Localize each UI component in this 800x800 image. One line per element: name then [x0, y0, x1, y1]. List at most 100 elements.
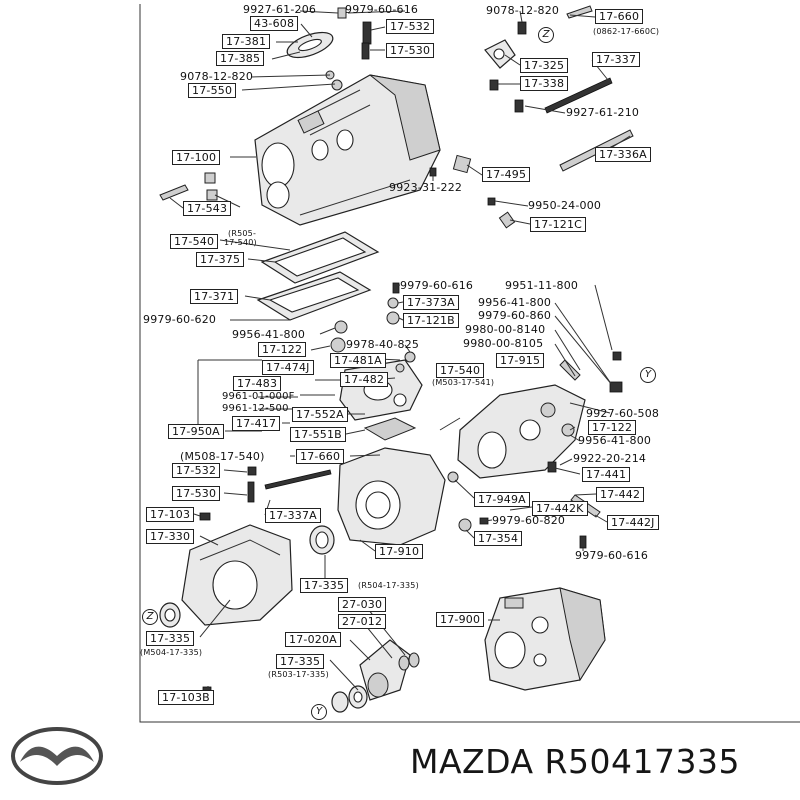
part-label-l37: 9980-00-8140: [465, 323, 546, 336]
part-label-l38: 17-122: [258, 342, 307, 357]
brand-part-number: MAZDA R50417335: [410, 742, 740, 781]
transmission-assembly: [484, 587, 606, 691]
part-label-l14: 17-325: [520, 58, 569, 73]
part-label-l66: 17-103: [146, 507, 195, 522]
gaskets: [256, 231, 400, 334]
part-label-l6: 17-385: [216, 51, 265, 66]
main-gear-case: [159, 5, 634, 229]
part-label-l56: 9956-41-800: [578, 434, 652, 447]
part-label-l51: 9927-60-508: [586, 407, 660, 420]
part-label-l45: 17-483: [233, 376, 282, 391]
part-label-l82: 17-335: [276, 654, 325, 669]
part-label-l35: 9979-60-860: [478, 309, 552, 322]
part-label-l40: 9980-00-8105: [463, 337, 544, 350]
part-label-l54: 17-551B: [290, 427, 346, 442]
part-label-l57: (M508-17-540): [180, 450, 265, 463]
part-label-l5: 17-381: [222, 34, 271, 49]
part-label-l61: 17-441: [582, 467, 631, 482]
part-label-l29: 9951-11-800: [505, 279, 579, 292]
middle-case: [309, 447, 587, 555]
part-label-l65: 17-442K: [532, 501, 588, 516]
part-label-l33: 9979-60-620: [143, 313, 217, 326]
part-label-l31: 17-373A: [403, 295, 459, 310]
part-label-l25: (R505-: [228, 229, 257, 238]
part-label-l84: 17-103B: [158, 690, 214, 705]
part-label-l8: 9078-12-820: [180, 70, 254, 83]
part-label-l76: 27-030: [338, 597, 387, 612]
input-shaft: [331, 639, 420, 713]
part-label-l75: (R504-17-335): [358, 581, 419, 590]
part-label-l34: 17-121B: [403, 313, 459, 328]
part-label-l72: 17-910: [375, 544, 424, 559]
part-label-l36: 9956-41-800: [232, 328, 306, 341]
part-label-l53: 17-950A: [168, 424, 224, 439]
part-label-l49: 9961-12-500: [222, 403, 289, 414]
part-label-l71: 17-354: [474, 531, 523, 546]
part-label-l43: 17-540: [436, 363, 485, 378]
part-label-l22: 17-543: [183, 201, 232, 216]
part-label-l27: 17-375: [196, 252, 245, 267]
part-label-l26: 17-540): [224, 238, 257, 247]
part-label-l83: (R503-17-335): [268, 670, 329, 679]
part-label-l52: 17-417: [232, 416, 281, 431]
clutch-housing: [159, 466, 332, 698]
part-label-l70: 17-330: [146, 529, 195, 544]
part-label-l74: 17-335: [300, 578, 349, 593]
part-label-l58: 17-660: [296, 449, 345, 464]
part-label-l47: (M503-17-541): [432, 378, 495, 387]
part-label-l18: 17-336A: [595, 147, 651, 162]
part-label-l32: 9956-41-800: [478, 296, 552, 309]
part-label-l30: 17-371: [190, 289, 239, 304]
part-label-l21: 9950-24-000: [528, 199, 602, 212]
part-label-l3: 43-608: [250, 16, 299, 31]
part-label-l77: 27-012: [338, 614, 387, 629]
marker-z-top: Z: [538, 27, 554, 43]
part-label-l16: 9927-61-210: [566, 106, 640, 119]
part-label-l63: 17-949A: [474, 492, 530, 507]
part-label-l28: 9979-60-616: [400, 279, 474, 292]
part-label-l46: 17-482: [340, 372, 389, 387]
part-label-l7: 17-530: [386, 43, 435, 58]
part-label-l24: 17-540: [170, 234, 219, 249]
mazda-logo-icon: [11, 727, 103, 785]
part-label-l23: 17-121C: [530, 217, 587, 232]
part-label-l20: 9923-31-222: [389, 181, 463, 194]
part-label-l42: 17-474J: [262, 360, 314, 375]
part-label-l12: (0862-17-660C): [593, 27, 660, 36]
part-label-l2: 9979-60-616: [345, 3, 419, 16]
part-label-l10: 9078-12-820: [486, 4, 560, 17]
part-label-l62: 17-530: [172, 486, 221, 501]
part-label-l39: 9978-40-825: [346, 338, 420, 351]
part-label-l80: (M504-17-335): [140, 648, 203, 657]
part-label-l64: 17-442: [596, 487, 645, 502]
part-label-l11: 17-660: [595, 9, 644, 24]
part-label-l73: 9979-60-616: [575, 549, 649, 562]
extension-housing: [439, 351, 623, 518]
part-label-l44: 17-915: [496, 353, 545, 368]
part-label-l41: 17-481A: [330, 353, 386, 368]
part-label-l1: 9927-61-206: [243, 3, 317, 16]
part-label-l50: 17-552A: [292, 407, 348, 422]
part-label-l15: 17-338: [520, 76, 569, 91]
marker-y-right: Y: [640, 367, 656, 383]
part-label-l48: 9961-01-000F: [222, 391, 295, 402]
part-label-l68: 9979-60-820: [492, 514, 566, 527]
leader-lines: [169, 10, 631, 697]
part-label-l81: 17-020A: [285, 632, 341, 647]
part-label-l19: 17-495: [482, 167, 531, 182]
marker-y-bottom: Y: [311, 704, 327, 720]
part-label-l9: 17-550: [188, 83, 237, 98]
part-label-l78: 17-900: [436, 612, 485, 627]
part-label-l55: 17-122: [588, 420, 637, 435]
part-label-l4: 17-532: [386, 19, 435, 34]
part-label-l69: 17-442J: [607, 515, 659, 530]
part-label-l17: 17-100: [172, 150, 221, 165]
marker-z-bottom: Z: [142, 609, 158, 625]
part-label-l13: 17-337: [592, 52, 641, 67]
part-label-l60: 17-532: [172, 463, 221, 478]
part-label-l59: 9922-20-214: [573, 452, 647, 465]
part-label-l79: 17-335: [146, 631, 195, 646]
part-label-l67: 17-337A: [265, 508, 321, 523]
